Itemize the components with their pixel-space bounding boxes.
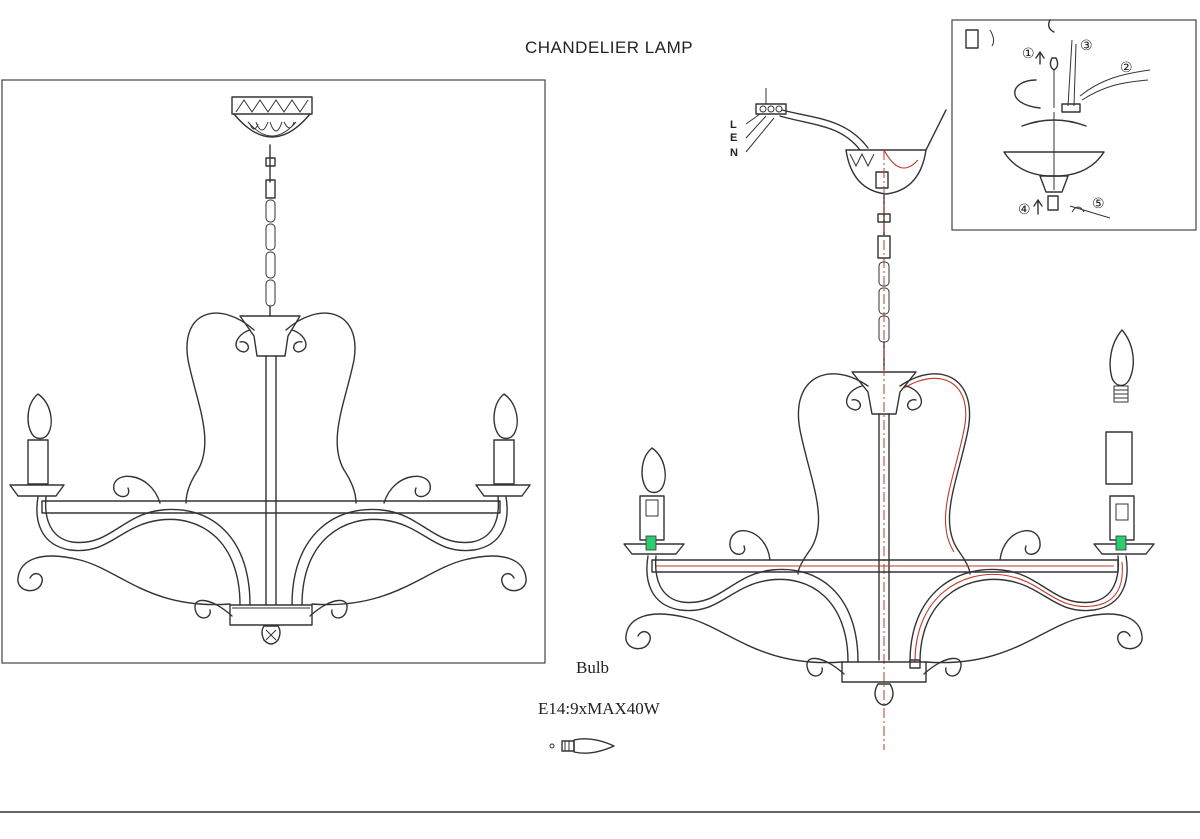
wiring-right-candle (1093, 495, 1155, 555)
left-candle (9, 393, 65, 497)
hook-icon (1047, 19, 1055, 33)
wire-label-e: E (730, 132, 737, 144)
detail-frame (951, 19, 1197, 231)
lower-arms (17, 496, 527, 619)
step-5-marker: ⑤ (1092, 196, 1105, 212)
left-connector (645, 535, 657, 551)
detail-leader (925, 109, 947, 151)
wiring-upper-arms (729, 373, 1041, 575)
horizontal-bar (41, 500, 501, 514)
supply-wire (779, 115, 861, 151)
right-connector (1115, 535, 1127, 551)
page-title: CHANDELIER LAMP (525, 38, 693, 57)
wiring-canopy (845, 109, 947, 195)
step-3-marker: ③ (1080, 38, 1093, 54)
wiring-view: L E N (623, 88, 1155, 750)
terminal-block (745, 88, 787, 153)
center-hub (229, 315, 313, 645)
bulb-label: Bulb (576, 658, 609, 677)
right-candle (475, 393, 531, 497)
front-view-frame (1, 79, 546, 664)
wiring-hub (851, 371, 917, 415)
wiring-lower-arms (625, 555, 1143, 677)
screwdriver-icon (1069, 205, 1111, 219)
upper-frame-arms (185, 312, 357, 504)
step-4-marker: ④ (1018, 202, 1031, 218)
bulb-spec: E14:9xMAX40W (538, 699, 661, 718)
wiring-left-candle (623, 447, 685, 555)
chain (265, 144, 276, 317)
ceiling-canopy (231, 96, 313, 138)
left-small-scroll (113, 475, 161, 504)
wiring-finial (874, 683, 894, 706)
wire-label-l: L (730, 119, 737, 131)
installation-detail: ① ② ③ ④ ⑤ (951, 19, 1197, 231)
exploded-bulb-parts (1105, 329, 1134, 485)
step-2-marker: ② (1120, 60, 1133, 76)
wire-label-n: N (730, 147, 738, 159)
bulb-icon (549, 738, 615, 754)
screw-icon (965, 29, 979, 49)
step-1-marker: ① (1022, 46, 1035, 62)
up-arrow-icon-2 (1033, 199, 1043, 215)
front-view-panel (1, 79, 546, 664)
right-small-scroll (383, 475, 431, 504)
up-arrow-icon (1035, 51, 1045, 65)
wiring-base (841, 661, 927, 683)
